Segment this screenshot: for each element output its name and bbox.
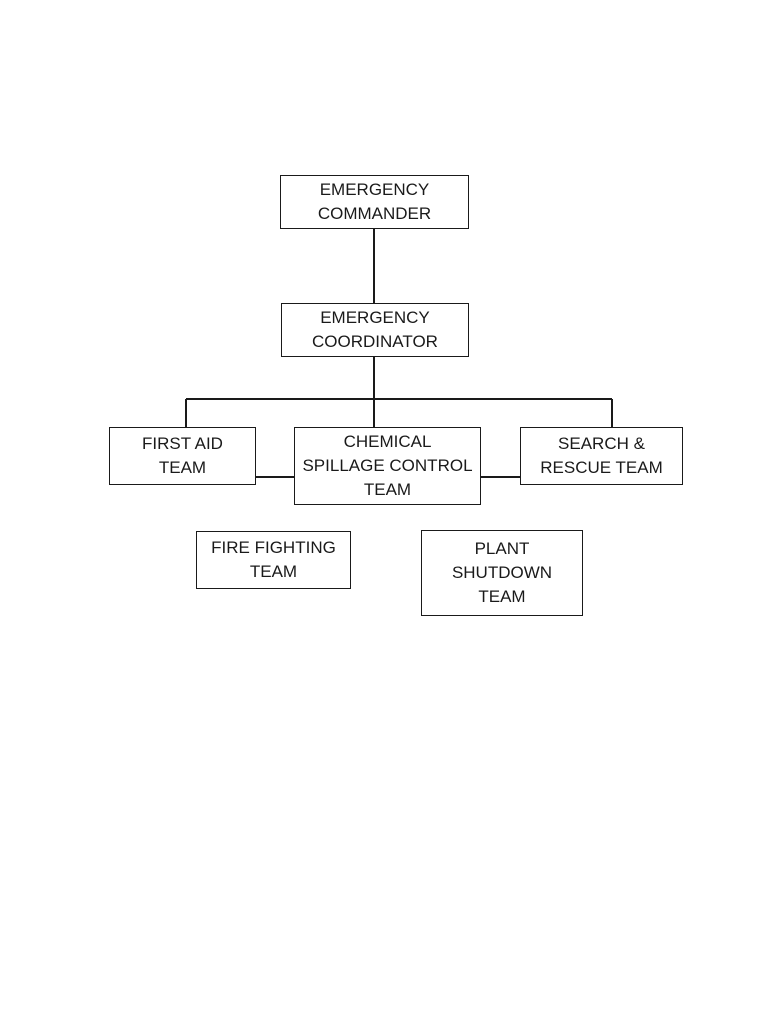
node-chemical-spillage-control-team: CHEMICAL SPILLAGE CONTROL TEAM [294, 427, 481, 505]
node-emergency-commander: EMERGENCY COMMANDER [280, 175, 469, 229]
node-search-rescue-team: SEARCH & RESCUE TEAM [520, 427, 683, 485]
node-label: PLANT SHUTDOWN TEAM [451, 539, 553, 606]
node-label: FIRE FIGHTING TEAM [211, 538, 336, 581]
node-label: EMERGENCY COMMANDER [317, 180, 432, 223]
node-fire-fighting-team: FIRE FIGHTING TEAM [196, 531, 351, 589]
node-plant-shutdown-team: PLANT SHUTDOWN TEAM [421, 530, 583, 616]
node-label: FIRST AID TEAM [142, 434, 223, 477]
node-first-aid-team: FIRST AID TEAM [109, 427, 256, 485]
node-label: CHEMICAL SPILLAGE CONTROL TEAM [302, 432, 473, 499]
node-label: EMERGENCY COORDINATOR [312, 308, 438, 351]
node-emergency-coordinator: EMERGENCY COORDINATOR [281, 303, 469, 357]
node-label: SEARCH & RESCUE TEAM [540, 434, 663, 477]
